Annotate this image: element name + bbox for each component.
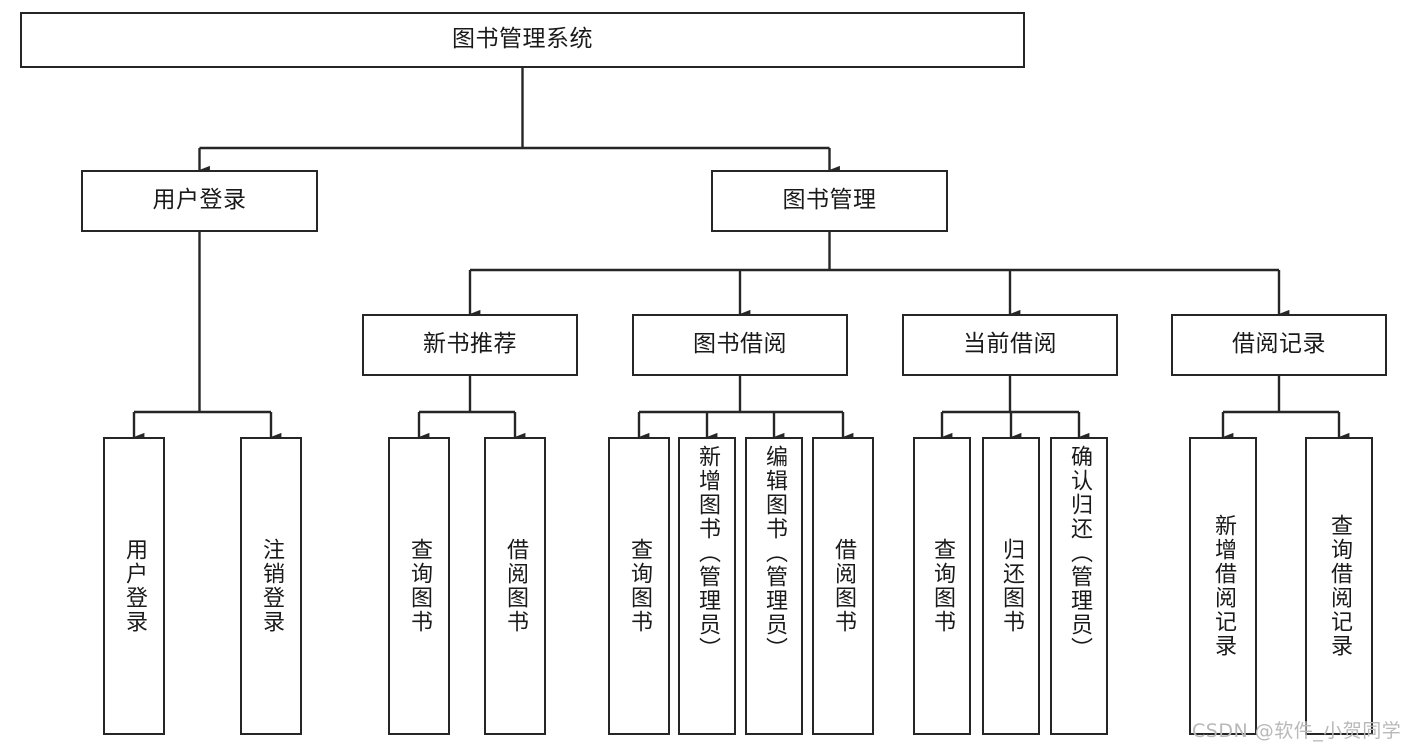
- node-label: 借阅图书: [831, 538, 856, 634]
- node-label: 查询图书: [930, 538, 955, 634]
- node-borrow[interactable]: 图书借阅: [632, 314, 848, 376]
- node-label: 确认归还（管理员）: [1067, 445, 1092, 661]
- node-label: 借阅图书: [503, 538, 528, 634]
- node-leaf-rc-query[interactable]: 查询借阅记录: [1305, 437, 1373, 735]
- node-leaf-login[interactable]: 用户登录: [103, 437, 165, 735]
- node-records[interactable]: 借阅记录: [1171, 314, 1387, 376]
- node-label: 新增借阅记录: [1211, 514, 1236, 658]
- node-label: 用户登录: [152, 187, 247, 214]
- node-label: 注销登录: [259, 538, 284, 634]
- node-leaf-nb-query[interactable]: 查询图书: [388, 437, 450, 735]
- node-login[interactable]: 用户登录: [81, 170, 318, 232]
- node-label: 新书推荐: [423, 331, 517, 358]
- node-label: 查询图书: [407, 538, 432, 634]
- node-newbook[interactable]: 新书推荐: [362, 314, 578, 376]
- node-label: 借阅记录: [1232, 331, 1326, 358]
- node-label: 图书借阅: [693, 331, 787, 358]
- node-label: 当前借阅: [963, 331, 1057, 358]
- node-leaf-bw-query[interactable]: 查询图书: [608, 437, 670, 735]
- node-label: 图书管理: [782, 187, 877, 214]
- node-leaf-cur-confirm[interactable]: 确认归还（管理员）: [1050, 437, 1108, 735]
- node-bookmgmt[interactable]: 图书管理: [711, 170, 948, 232]
- node-leaf-cur-query[interactable]: 查询图书: [913, 437, 971, 735]
- node-current[interactable]: 当前借阅: [902, 314, 1118, 376]
- node-label: 查询借阅记录: [1327, 514, 1352, 658]
- node-label: 编辑图书（管理员）: [762, 445, 787, 661]
- edge-layer: [132, 68, 1350, 442]
- node-root[interactable]: 图书管理系统: [20, 12, 1025, 68]
- node-leaf-bw-add[interactable]: 新增图书（管理员）: [678, 437, 736, 735]
- node-leaf-bw-edit[interactable]: 编辑图书（管理员）: [745, 437, 803, 735]
- node-label: 归还图书: [999, 538, 1024, 634]
- watermark-credit: CSDN @软件_小贺同学: [1192, 720, 1402, 742]
- node-label: 图书管理系统: [452, 26, 593, 53]
- node-label: 用户登录: [122, 538, 147, 634]
- node-label: 查询图书: [627, 538, 652, 634]
- node-leaf-logout[interactable]: 注销登录: [240, 437, 302, 735]
- node-label: 新增图书（管理员）: [695, 445, 720, 661]
- node-leaf-bw-lend[interactable]: 借阅图书: [812, 437, 874, 735]
- node-leaf-nb-borrow[interactable]: 借阅图书: [484, 437, 546, 735]
- node-leaf-rc-add[interactable]: 新增借阅记录: [1189, 437, 1257, 735]
- node-leaf-cur-return[interactable]: 归还图书: [982, 437, 1040, 735]
